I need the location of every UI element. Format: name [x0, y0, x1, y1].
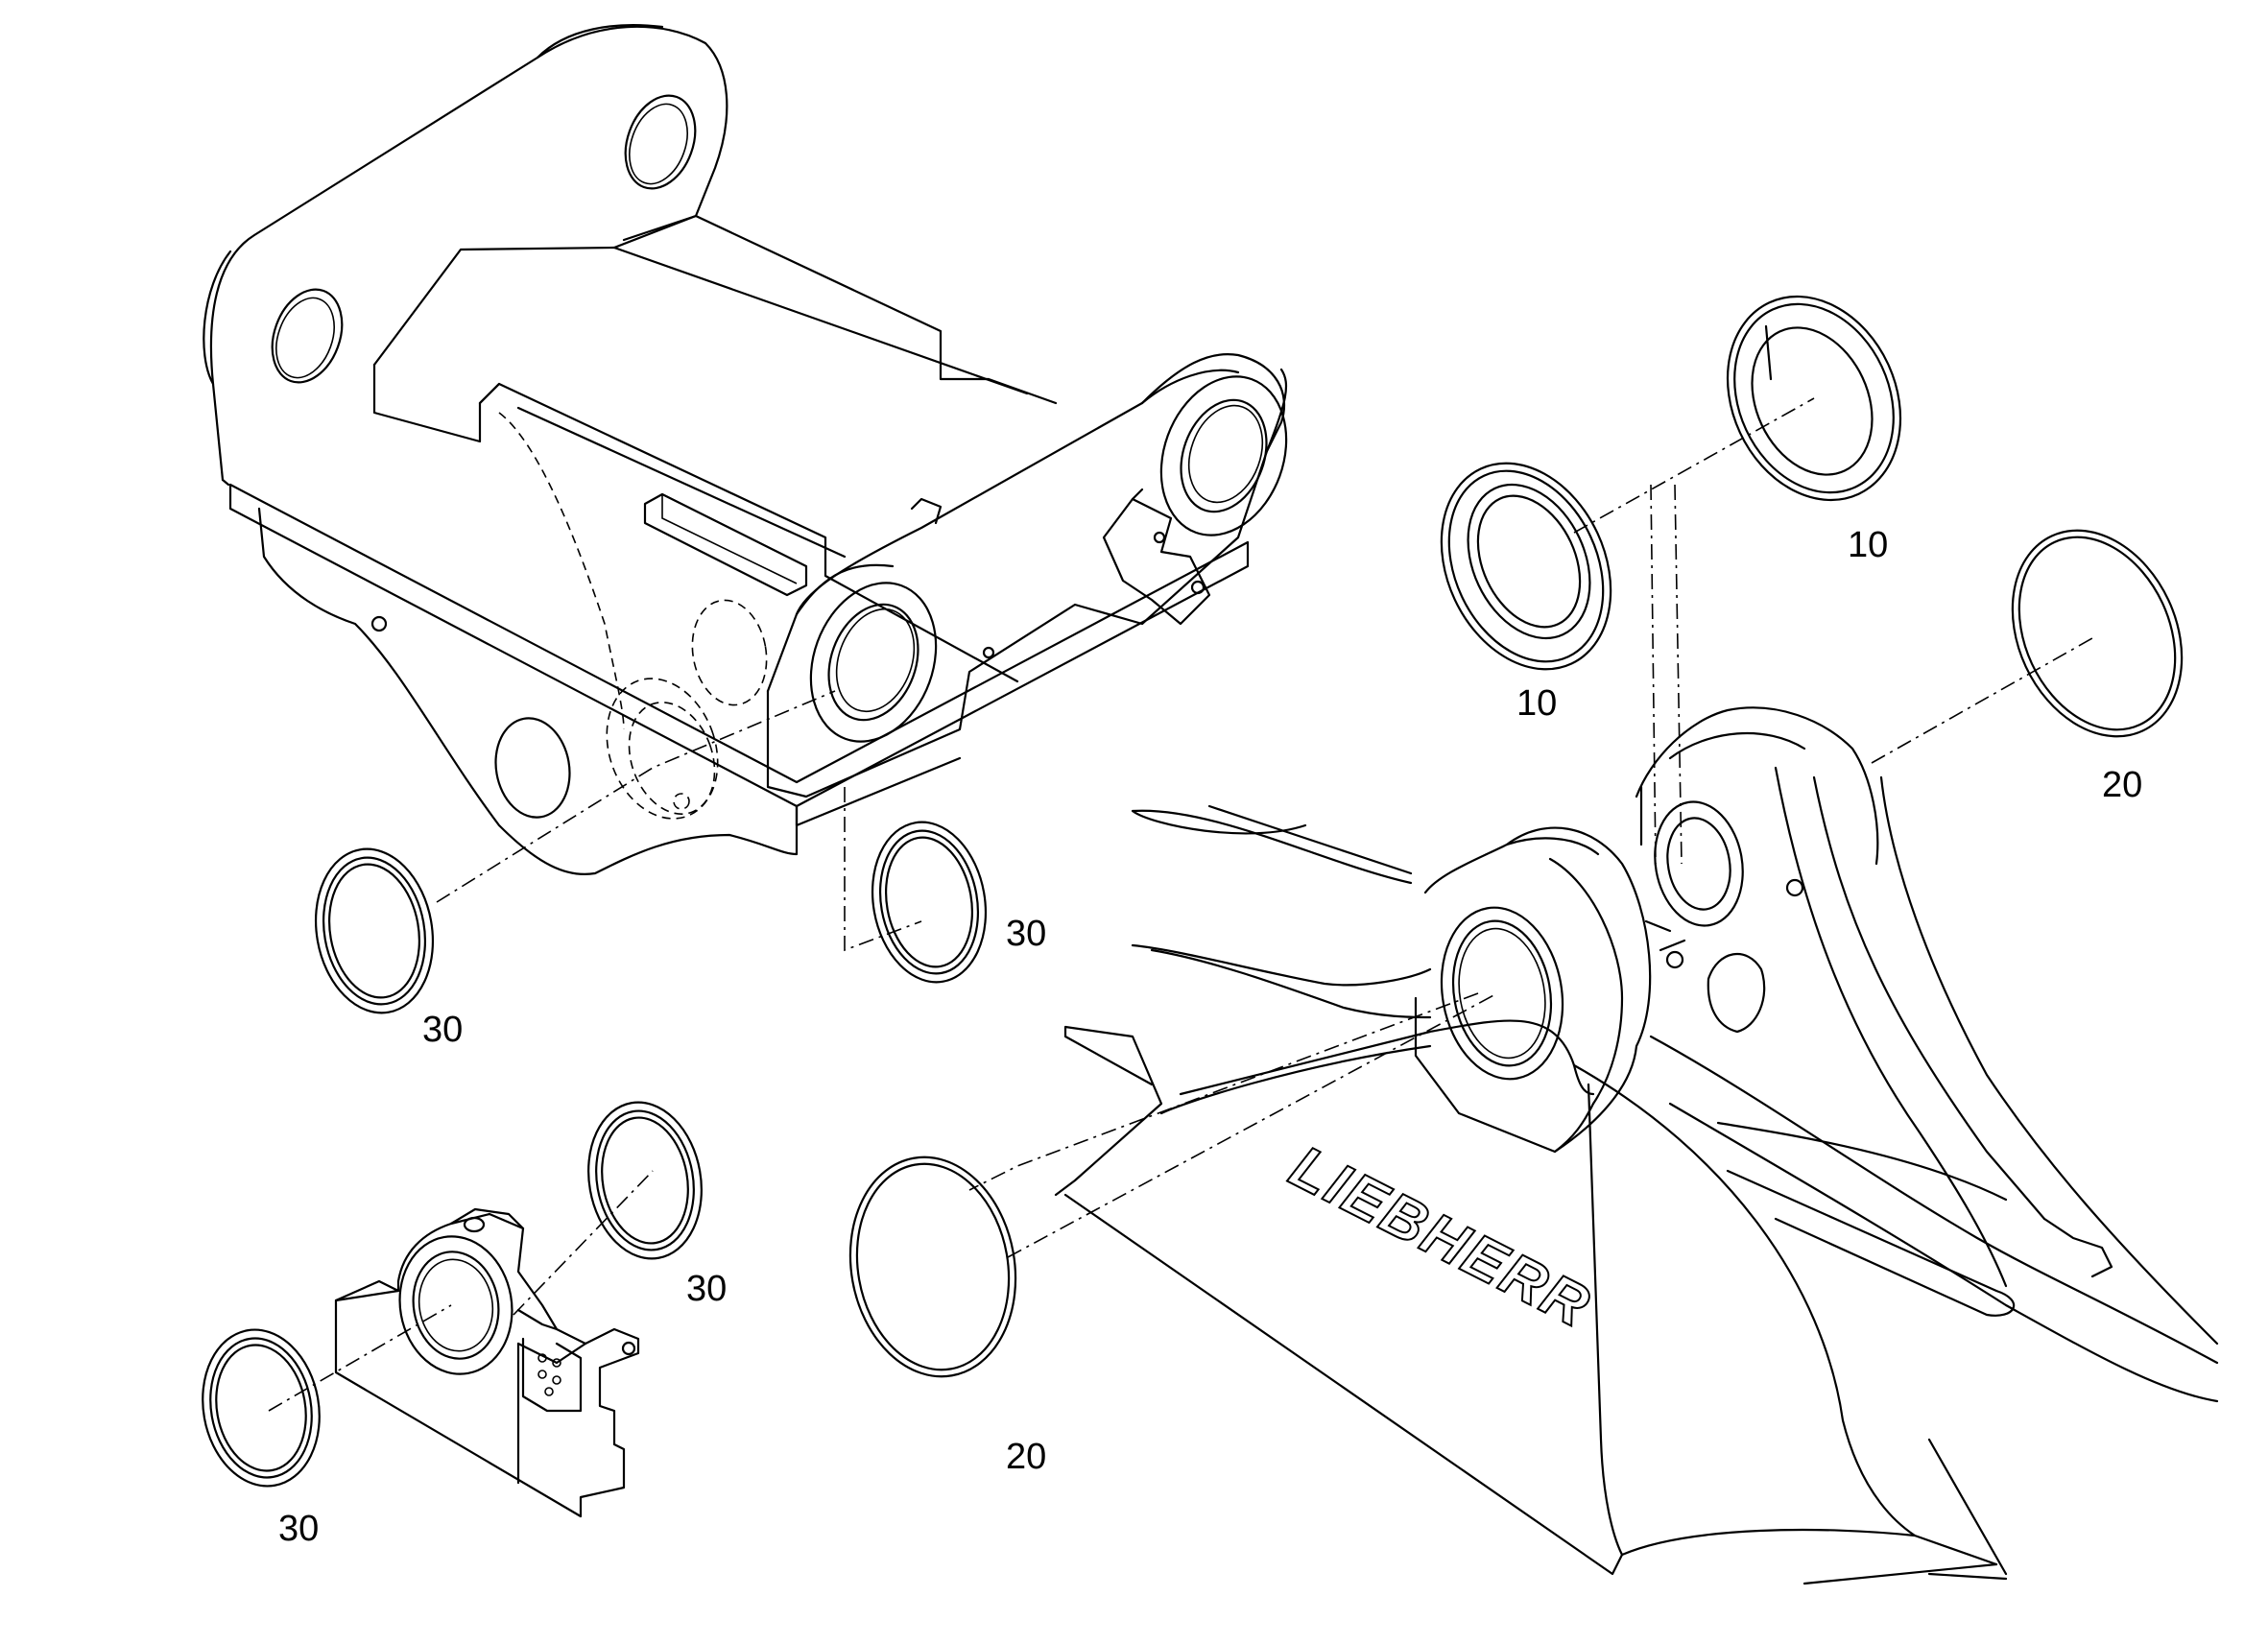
callout-10-lower: 10	[1516, 683, 1557, 724]
coupler-latch	[1102, 497, 1211, 626]
callout-30-lower-right: 30	[686, 1269, 727, 1309]
arm-side-hole	[1707, 952, 1766, 1034]
arm-front-boss	[1414, 826, 1652, 1154]
callout-20-bottom: 20	[1006, 1437, 1046, 1477]
callout-labels: 10 10 20 20 30 30 30 30	[278, 525, 2142, 1549]
coupler-right-lug-eye-front	[809, 582, 938, 743]
bearing-block-body	[334, 1207, 640, 1518]
arm-rear-boss-bore	[1654, 800, 1744, 927]
bearing-block-assembly	[334, 1207, 640, 1518]
coupler-hidden-edges	[498, 412, 625, 730]
ring-30-left	[314, 847, 435, 1014]
assembly-centerlines	[268, 397, 2093, 1412]
coupler-left-lug-hole-upper	[624, 94, 697, 190]
callout-10-upper: 10	[1848, 525, 1888, 565]
bearing-block-bracket	[521, 1337, 583, 1413]
ring-30-mid	[871, 821, 988, 984]
svg-text:LIEBHERR: LIEBHERR	[1280, 1133, 1602, 1341]
ring-30-lower-right	[587, 1101, 703, 1260]
coupler-left-lug-hole-lower	[271, 288, 344, 384]
quick-coupler-assembly	[203, 24, 1288, 875]
callout-30-left: 30	[422, 1010, 463, 1050]
arm-web-edge	[1587, 1083, 1624, 1557]
bearing-block-bore	[398, 1235, 513, 1375]
coupler-base-plate	[228, 483, 799, 827]
coupler-left-lug	[209, 25, 728, 482]
coupler-body-hole	[494, 717, 571, 819]
arm-front-boss-bore	[1440, 906, 1564, 1081]
ring-30-lower-left	[202, 1328, 321, 1488]
liebherr-logo: LIEBHERR	[1279, 1132, 1603, 1342]
arm-rear-boss	[1635, 706, 1879, 866]
coupler-right-lug	[766, 368, 1288, 798]
arm-right-sweep	[1649, 1035, 2219, 1365]
callout-20-right: 20	[2102, 765, 2142, 805]
arm-outer-edge	[1054, 1025, 1163, 1197]
boom-arm-assembly: LIEBHERR	[1054, 706, 2219, 1585]
o-ring-20-bottom	[848, 1156, 1017, 1378]
seal-10-lower	[1440, 462, 1612, 671]
seal-10-upper	[1726, 295, 1902, 502]
arm-upper-curve	[1131, 809, 1413, 885]
callout-30-lower-left: 30	[278, 1509, 319, 1549]
coupler-lower-body	[257, 507, 799, 875]
coupler-right-lug-eye-rear	[1159, 375, 1288, 536]
o-ring-20-right	[2011, 529, 2184, 738]
coupler-slot	[643, 492, 808, 597]
callout-30-mid: 30	[1006, 914, 1046, 954]
